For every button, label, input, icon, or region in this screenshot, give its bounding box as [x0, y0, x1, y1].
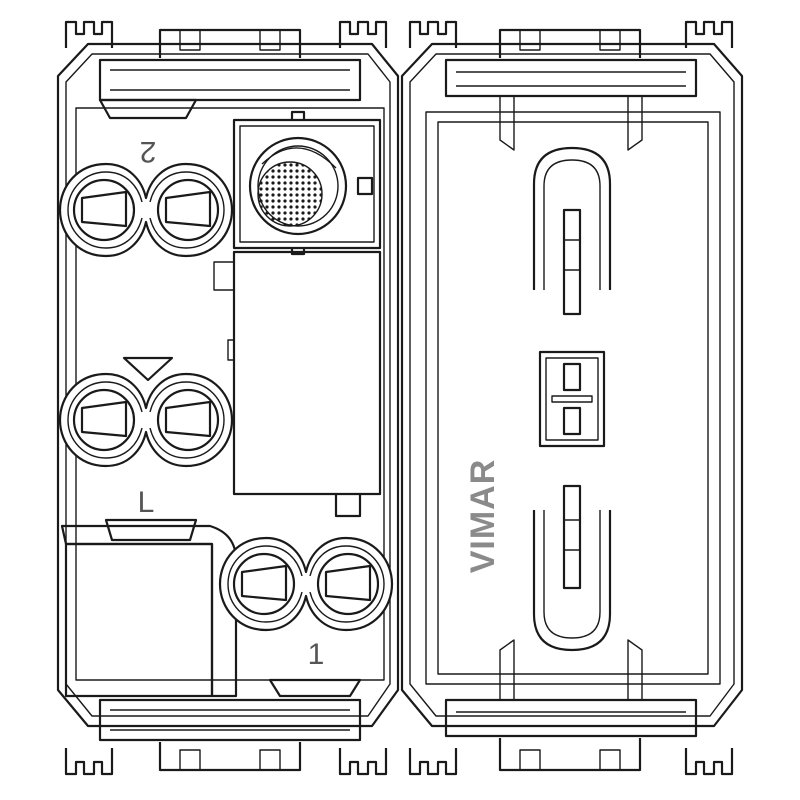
brand-logo: VIMAR: [464, 459, 502, 574]
terminal-2-label: 2: [140, 135, 157, 168]
triangle-down-icon: [122, 356, 174, 382]
relay-block: [213, 250, 382, 518]
right-module: VIMAR: [400, 20, 744, 776]
terminal-1: [218, 536, 394, 632]
terminal-1-label: 1: [308, 638, 325, 671]
base-block: [60, 518, 238, 698]
terminal-2: [58, 162, 234, 258]
upper-slot: [532, 146, 612, 316]
sensor-block: [232, 110, 382, 256]
lower-slot: [532, 484, 612, 652]
sensor-lens-icon: [248, 136, 348, 236]
terminal-l: [58, 372, 234, 468]
left-module: 2 L 1: [56, 20, 400, 776]
terminal-l-label: L: [138, 486, 155, 519]
center-connector: [538, 350, 606, 448]
